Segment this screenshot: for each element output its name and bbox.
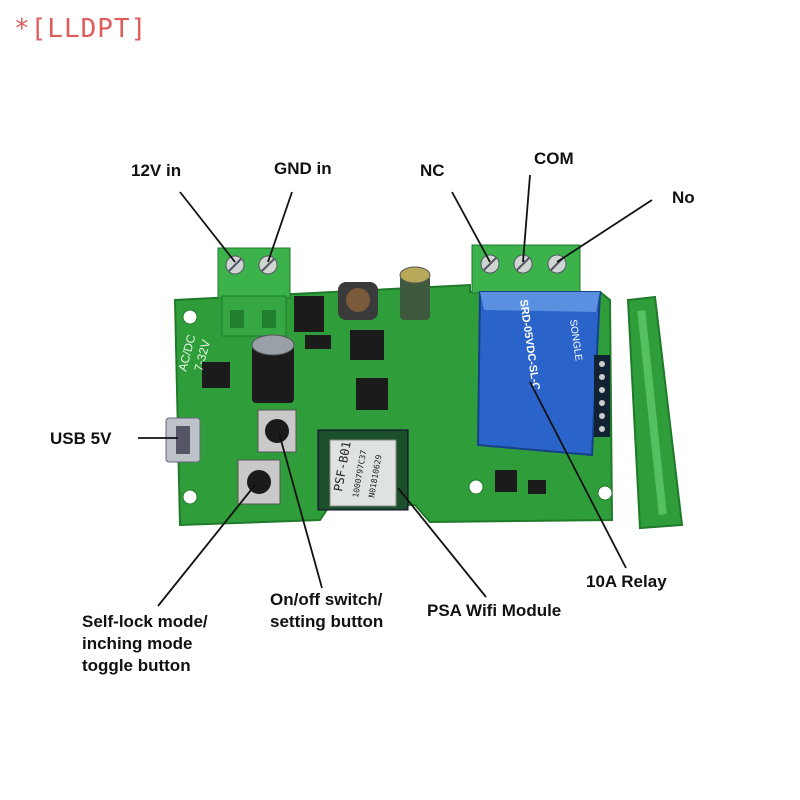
diode-icon	[495, 470, 517, 492]
small-capacitor-icon	[399, 266, 431, 320]
label-selflock-line3: toggle button	[82, 656, 191, 675]
callout-onoff	[278, 432, 323, 589]
driver-chip-icon	[356, 378, 388, 410]
callout-nc	[451, 191, 491, 263]
mount-hole	[182, 489, 198, 505]
usb-port-icon	[165, 417, 201, 463]
output-terminal-icon	[471, 244, 581, 294]
push-button-icon	[257, 409, 297, 453]
transistor-icon	[528, 480, 546, 494]
label-psa-wifi-module: PSA Wifi Module	[427, 601, 562, 620]
callout-no	[556, 199, 653, 263]
label-12v-in: 12V in	[131, 161, 182, 180]
regulator-chip-icon	[294, 296, 324, 332]
toggle-button-icon	[237, 459, 281, 505]
header-pins-icon	[594, 355, 610, 437]
label-nc: NC	[420, 161, 445, 180]
callout-gnd	[267, 191, 293, 263]
relay-icon	[476, 291, 602, 457]
antenna-trace	[637, 310, 667, 515]
mount-hole	[182, 309, 198, 325]
large-capacitor-icon	[251, 334, 295, 403]
diode-chip-icon	[202, 362, 230, 388]
callout-com	[522, 174, 531, 263]
callout-wifi	[397, 487, 487, 598]
mount-hole	[597, 485, 613, 501]
label-usb-5v: USB 5V	[50, 429, 112, 448]
wifi-module-icon	[317, 429, 409, 511]
label-no: No	[672, 188, 695, 207]
mosfet-chip-icon	[350, 330, 384, 360]
label-com: COM	[534, 149, 574, 168]
input-terminal-icon	[217, 247, 291, 337]
label-self-lock: Self-lock mode/ inching mode toggle butt…	[82, 611, 208, 677]
small-chip-icon	[305, 335, 331, 349]
mount-hole	[468, 479, 484, 495]
label-selflock-line1: Self-lock mode/	[82, 612, 208, 631]
label-gnd-in: GND in	[274, 159, 332, 178]
callout-selflock	[157, 484, 256, 607]
label-selflock-line2: inching mode	[82, 634, 193, 653]
label-onoff-line1: On/off switch/	[270, 590, 383, 609]
callout-relay	[529, 381, 627, 569]
label-onoff-switch: On/off switch/ setting button	[270, 589, 383, 633]
label-10a-relay: 10A Relay	[586, 572, 667, 591]
inductor-icon	[338, 282, 378, 320]
label-onoff-line2: setting button	[270, 612, 384, 631]
watermark: *[LLDPT]	[14, 14, 148, 44]
callout-12v	[179, 191, 236, 263]
